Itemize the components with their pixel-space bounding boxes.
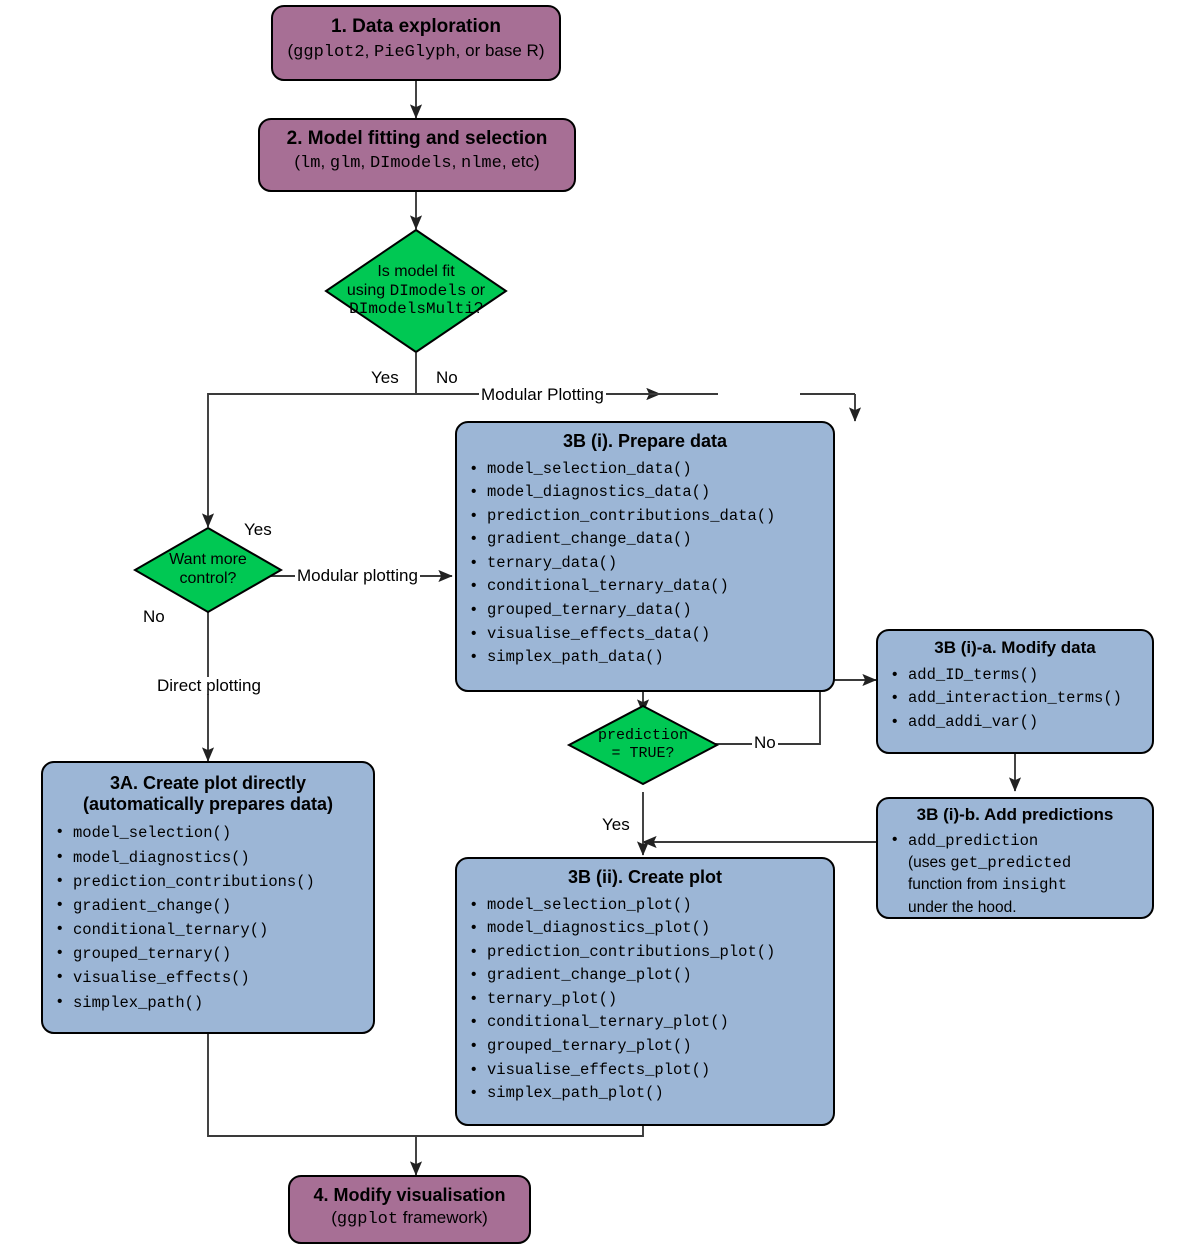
edge-label-d2-no: No bbox=[141, 607, 167, 626]
add-prediction-function-from: function from bbox=[908, 876, 1002, 894]
list-item: grouped_ternary_data() bbox=[467, 598, 823, 623]
list-item: model_diagnostics() bbox=[53, 845, 363, 870]
step-1-subtitle: (ggplot2, PieGlyph, or base R) bbox=[287, 40, 545, 62]
step-2-subtitle: (lm, glm, DImodels, nlme, etc) bbox=[294, 151, 540, 173]
list-item: add_prediction (uses get_predicted funct… bbox=[888, 829, 1142, 920]
list-item: ternary_data() bbox=[467, 551, 823, 576]
step-4-title: 4. Modify visualisation bbox=[313, 1185, 506, 1205]
node-3a-title-line-1: 3A. Create plot directly bbox=[109, 773, 307, 793]
list-item: gradient_change_data() bbox=[467, 527, 823, 552]
list-item: model_diagnostics_data() bbox=[467, 480, 823, 505]
list-item: prediction_contributions_data() bbox=[467, 504, 823, 529]
list-item: visualise_effects_data() bbox=[467, 622, 823, 647]
edge-label-d2-yes: Yes bbox=[242, 520, 274, 539]
step-1-pkg-pieglyph: PieGlyph bbox=[374, 42, 456, 62]
step-2-pkg-lm: lm bbox=[300, 153, 321, 173]
list-item: conditional_ternary_plot() bbox=[467, 1010, 823, 1035]
node-3a-title-line-2: (automatically prepares data) bbox=[82, 793, 334, 814]
list-item: conditional_ternary_data() bbox=[467, 574, 823, 599]
decision-is-model-fit-using-dimodels[interactable]: Is model fit using DImodels or DImodelsM… bbox=[324, 228, 508, 354]
list-item: visualise_effects() bbox=[53, 965, 363, 990]
list-item: add_ID_terms() bbox=[888, 663, 1142, 688]
node-step-1-data-exploration[interactable]: 1. Data exploration (ggplot2, PieGlyph, … bbox=[271, 5, 561, 81]
edge-label-modular-plotting-side: Modular plotting bbox=[295, 566, 420, 585]
get-predicted-fn: get_predicted bbox=[950, 854, 1072, 873]
decision-3-shape bbox=[566, 704, 720, 786]
node-3b-i-b-title: 3B (i)-b. Add predictions bbox=[916, 805, 1114, 824]
list-item: grouped_ternary() bbox=[53, 941, 363, 966]
list-item: simplex_path() bbox=[53, 990, 363, 1015]
list-item: prediction_contributions_plot() bbox=[467, 940, 823, 965]
edge-label-d3-yes: Yes bbox=[600, 815, 632, 834]
step-4-pkg-ggplot: ggplot bbox=[336, 1209, 399, 1229]
node-3a-function-list: model_selection() model_diagnostics() pr… bbox=[53, 820, 363, 1015]
edge-label-modular-plotting-upper: Modular Plotting bbox=[479, 385, 606, 404]
list-item: gradient_change_plot() bbox=[467, 963, 823, 988]
step-4-subtitle: (ggplot framework) bbox=[331, 1207, 488, 1229]
list-item: simplex_path_plot() bbox=[467, 1081, 823, 1106]
list-item: grouped_ternary_plot() bbox=[467, 1034, 823, 1059]
list-item: prediction_contributions() bbox=[53, 869, 363, 894]
list-item: model_selection_plot() bbox=[467, 893, 823, 918]
step-2-pkg-dimodels: DImodels bbox=[369, 153, 452, 173]
edge-label-direct-plotting: Direct plotting bbox=[155, 676, 263, 695]
list-item: gradient_change() bbox=[53, 893, 363, 918]
decision-want-more-control[interactable]: Want more control? bbox=[132, 526, 284, 614]
edge-label-d1-yes: Yes bbox=[369, 368, 401, 387]
node-step-4-modify-visualisation[interactable]: 4. Modify visualisation (ggplot framewor… bbox=[288, 1175, 531, 1244]
edge-label-d1-no: No bbox=[434, 368, 460, 387]
add-prediction-uses: (uses bbox=[908, 854, 951, 872]
step-2-pkg-nlme: nlme bbox=[461, 153, 502, 173]
node-3b-i-a-title: 3B (i)-a. Modify data bbox=[934, 638, 1096, 657]
step-4-subtitle-tail: framework) bbox=[398, 1207, 488, 1227]
list-item: conditional_ternary() bbox=[53, 917, 363, 942]
node-3a-create-plot-directly[interactable]: 3A. Create plot directly (automatically … bbox=[41, 761, 375, 1034]
node-3a-title: 3A. Create plot directly (automatically … bbox=[53, 773, 363, 814]
step-2-pkg-glm: glm bbox=[329, 153, 361, 173]
node-3b-i-b-function-list: add_prediction (uses get_predicted funct… bbox=[888, 829, 1142, 920]
decision-1-shape bbox=[324, 228, 508, 354]
node-3b-ii-create-plot[interactable]: 3B (ii). Create plot model_selection_plo… bbox=[455, 857, 835, 1126]
list-item: add_interaction_terms() bbox=[888, 686, 1142, 711]
node-3b-i-function-list: model_selection_data() model_diagnostics… bbox=[467, 457, 823, 670]
node-3b-i-a-modify-data[interactable]: 3B (i)-a. Modify data add_ID_terms() add… bbox=[876, 629, 1154, 754]
node-3b-i-a-function-list: add_ID_terms() add_interaction_terms() a… bbox=[888, 663, 1142, 735]
node-3b-ii-title: 3B (ii). Create plot bbox=[567, 867, 723, 887]
step-1-pkg-ggplot2: ggplot2 bbox=[293, 42, 365, 62]
step-1-title: 1. Data exploration bbox=[331, 16, 501, 37]
list-item: add_addi_var() bbox=[888, 710, 1142, 735]
list-item: model_selection() bbox=[53, 820, 363, 845]
decision-2-shape bbox=[132, 526, 284, 614]
decision-prediction-is-true[interactable]: prediction = TRUE? bbox=[566, 704, 720, 786]
node-3b-i-b-add-predictions[interactable]: 3B (i)-b. Add predictions add_prediction… bbox=[876, 797, 1154, 919]
add-prediction-under-hood: under the hood. bbox=[908, 898, 1017, 916]
insight-pkg: insight bbox=[1001, 876, 1068, 895]
edge-label-d3-no: No bbox=[752, 733, 778, 752]
add-prediction-fn: add_prediction bbox=[908, 831, 1039, 850]
list-item: simplex_path_data() bbox=[467, 645, 823, 670]
node-3b-ii-function-list: model_selection_plot() model_diagnostics… bbox=[467, 893, 823, 1106]
node-step-2-model-fitting[interactable]: 2. Model fitting and selection (lm, glm,… bbox=[258, 118, 576, 192]
list-item: ternary_plot() bbox=[467, 987, 823, 1012]
list-item: visualise_effects_plot() bbox=[467, 1058, 823, 1083]
step-2-title: 2. Model fitting and selection bbox=[286, 128, 548, 149]
node-3b-i-title: 3B (i). Prepare data bbox=[562, 431, 728, 451]
list-item: model_diagnostics_plot() bbox=[467, 916, 823, 941]
node-3b-i-prepare-data[interactable]: 3B (i). Prepare data model_selection_dat… bbox=[455, 421, 835, 692]
list-item: model_selection_data() bbox=[467, 457, 823, 482]
